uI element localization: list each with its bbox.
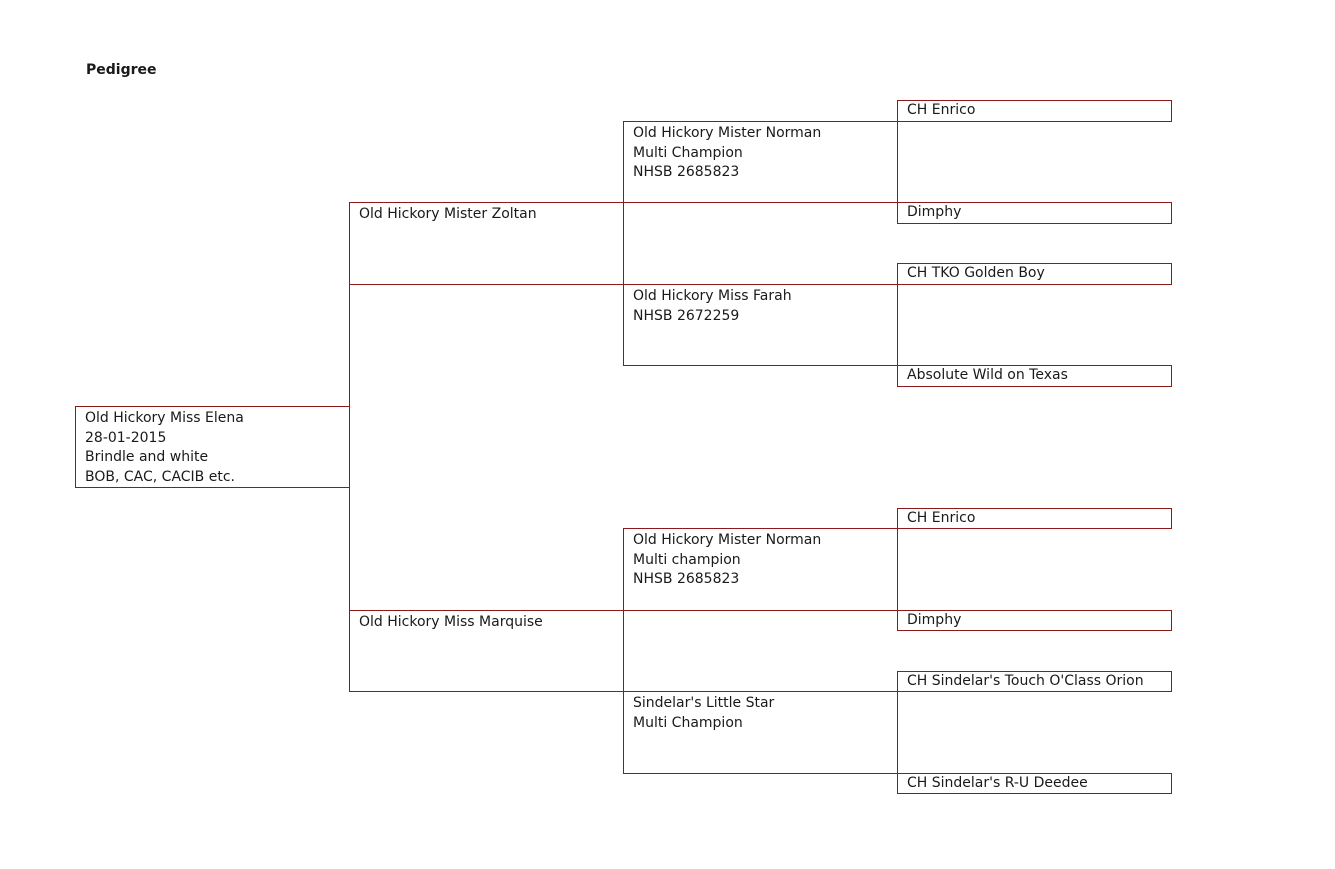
sire-dam-registration: NHSB 2672259 <box>633 307 740 324</box>
great-grandparent-name: Absolute Wild on Texas <box>907 367 1068 383</box>
sire-sire-box: Old Hickory Mister Norman Multi Champion… <box>623 121 898 203</box>
dam-dam-name: Sindelar's Little Star <box>633 695 775 711</box>
sire-dam-box: Old Hickory Miss Farah NHSB 2672259 <box>623 284 898 366</box>
great-grandparent-box: Dimphy <box>897 610 1172 631</box>
great-grandparent-name: CH Sindelar's Touch O'Class Orion <box>907 673 1144 689</box>
dam-name: Old Hickory Miss Marquise <box>359 614 543 630</box>
sire-sire-registration: NHSB 2685823 <box>633 164 740 180</box>
subject-color: Brindle and white <box>85 449 209 465</box>
sire-box: Old Hickory Mister Zoltan <box>349 202 624 285</box>
subject-box: Old Hickory Miss Elena 28-01-2015 Brindl… <box>75 406 350 488</box>
dam-dam-box: Sindelar's Little Star Multi Champion <box>623 691 898 774</box>
dam-dam-title: Multi Champion <box>633 714 743 731</box>
dam-sire-registration: NHSB 2685823 <box>633 571 740 587</box>
great-grandparent-name: Dimphy <box>907 204 962 220</box>
great-grandparent-name: CH Sindelar's R-U Deedee <box>907 775 1088 791</box>
subject-birth-date: 28-01-2015 <box>85 429 167 446</box>
sire-sire-name: Old Hickory Mister Norman <box>633 125 822 141</box>
great-grandparent-box: CH Sindelar's Touch O'Class Orion <box>897 671 1172 692</box>
great-grandparent-box: CH Enrico <box>897 100 1172 122</box>
sire-sire-title: Multi Champion <box>633 144 743 161</box>
great-grandparent-box: CH Enrico <box>897 508 1172 529</box>
dam-sire-name: Old Hickory Mister Norman <box>633 532 822 548</box>
sire-name: Old Hickory Mister Zoltan <box>359 206 537 222</box>
great-grandparent-box: Absolute Wild on Texas <box>897 365 1172 387</box>
subject-titles: BOB, CAC, CACIB etc. <box>85 468 235 485</box>
page-title: Pedigree <box>86 62 157 78</box>
great-grandparent-name: Dimphy <box>907 612 962 628</box>
sire-dam-name: Old Hickory Miss Farah <box>633 288 792 304</box>
subject-name: Old Hickory Miss Elena <box>85 410 244 426</box>
great-grandparent-name: CH Enrico <box>907 510 976 526</box>
great-grandparent-name: CH TKO Golden Boy <box>907 265 1045 281</box>
great-grandparent-box: CH TKO Golden Boy <box>897 263 1172 285</box>
great-grandparent-box: Dimphy <box>897 202 1172 224</box>
great-grandparent-box: CH Sindelar's R-U Deedee <box>897 773 1172 794</box>
great-grandparent-name: CH Enrico <box>907 102 976 118</box>
dam-box: Old Hickory Miss Marquise <box>349 610 624 692</box>
dam-sire-title: Multi champion <box>633 551 741 568</box>
dam-sire-box: Old Hickory Mister Norman Multi champion… <box>623 528 898 611</box>
